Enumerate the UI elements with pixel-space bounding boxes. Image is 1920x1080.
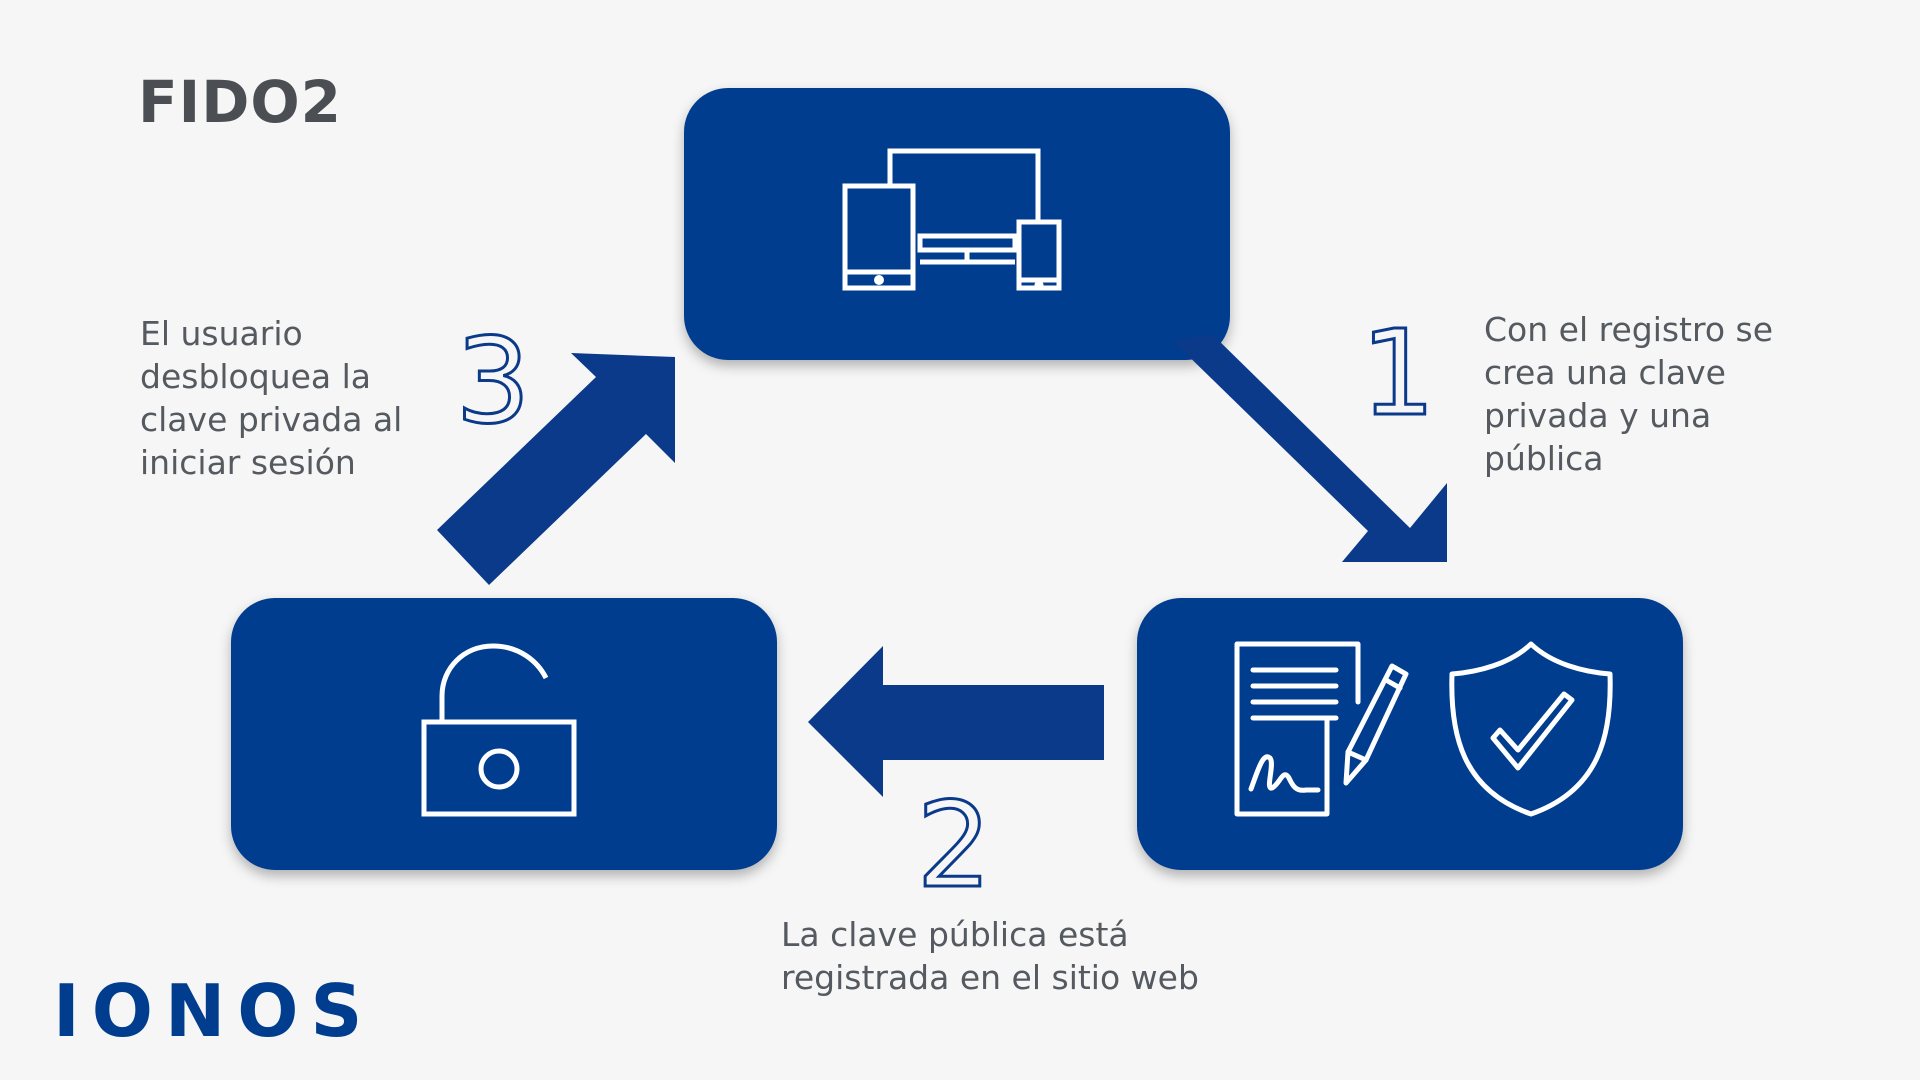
step-1-caption: Con el registro se crea una clave privad…: [1484, 308, 1824, 480]
caption-line: clave privada al: [140, 400, 403, 439]
step-number-1: 1: [1360, 304, 1435, 442]
caption-line: La clave pública está: [781, 915, 1129, 954]
arrow-step-1: [1173, 334, 1447, 562]
devices-icon: [842, 148, 1062, 291]
unlock-box: [231, 598, 777, 870]
caption-line: El usuario: [140, 314, 303, 353]
caption-line: privada y una: [1484, 396, 1712, 435]
caption-line: Con el registro se: [1484, 310, 1774, 349]
shield-check-icon: [1449, 641, 1613, 817]
arrow-step-3: [437, 353, 675, 585]
keys-created-box: [1137, 598, 1683, 870]
unlocked-padlock-icon: [421, 643, 577, 817]
step-2-caption: La clave pública está registrada en el s…: [781, 913, 1241, 999]
ionos-logo: IONOS: [53, 969, 374, 1053]
arrow-step-2: [808, 646, 1104, 797]
step-number-3: 3: [455, 312, 530, 450]
caption-line: desbloquea la: [140, 357, 372, 396]
caption-line: pública: [1484, 439, 1604, 478]
caption-line: registrada en el sitio web: [781, 958, 1199, 997]
step-3-caption: El usuario desbloquea la clave privada a…: [140, 312, 440, 484]
devices-box: [684, 88, 1230, 360]
caption-line: iniciar sesión: [140, 443, 356, 482]
signed-document-icon: [1234, 641, 1409, 817]
page-title: FIDO2: [138, 68, 343, 136]
caption-line: crea una clave: [1484, 353, 1726, 392]
step-number-2: 2: [916, 776, 991, 914]
